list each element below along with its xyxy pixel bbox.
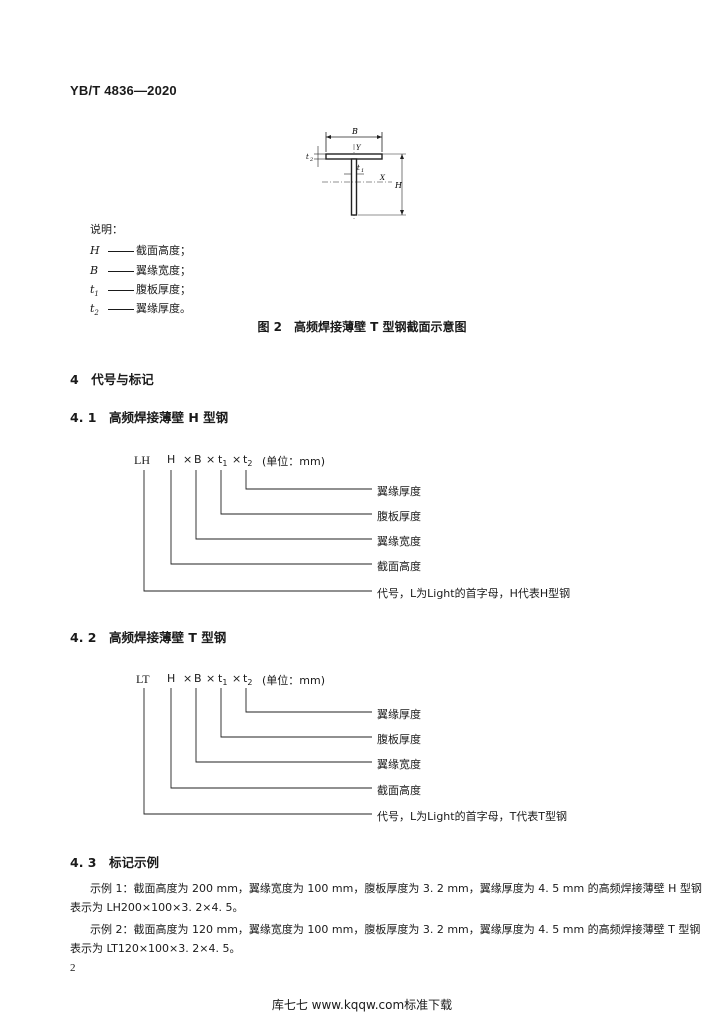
label-web-thickness: 腹板厚度 (377, 510, 421, 523)
label-flange-thickness: 翼缘厚度 (377, 708, 421, 721)
subsection-heading: 4. 3 标记示例 (70, 855, 159, 870)
footer-watermark[interactable]: 库七七 www.kqqw.com标准下载 (271, 998, 453, 1012)
marking-formula-h: LH (134, 453, 150, 467)
section-heading: 4 代号与标记 (70, 372, 154, 387)
formula-b: B (194, 453, 202, 466)
page-number: 2 (70, 962, 76, 974)
unit-label: (单位：mm) (262, 455, 326, 468)
marking-formula-t: LT (136, 672, 150, 686)
subsection-heading: 4. 2 高频焊接薄壁 T 型钢 (70, 630, 227, 645)
subsection-heading: 4. 1 高频焊接薄壁 H 型钢 (70, 410, 229, 425)
example-2-line-2: 表示为 LT120×100×3. 2×4. 5。 (70, 942, 241, 955)
label-code-description: 代号，L为Light的首字母，H代表H型钢 (377, 587, 571, 600)
label-y: Y (356, 144, 362, 152)
label-flange-width: 翼缘宽度 (377, 758, 421, 771)
label-code-description: 代号，L为Light的首字母，T代表T型钢 (377, 810, 568, 823)
formula-t1: t1 (218, 453, 228, 469)
example-2-line-1: 示例 2：截面高度为 120 mm，翼缘宽度为 100 mm，腹板厚度为 3. … (90, 923, 701, 936)
label-t1: t (357, 164, 360, 172)
label-web-thickness: 腹板厚度 (377, 733, 421, 746)
svg-text:1: 1 (361, 168, 364, 174)
label-flange-thickness: 翼缘厚度 (377, 485, 421, 498)
label-b: B (351, 127, 358, 136)
legend-title: 说明： (90, 223, 123, 236)
label-flange-width: 翼缘宽度 (377, 535, 421, 548)
document-code: YB/T 4836—2020 (70, 83, 177, 98)
figure-caption: 图 2 高频焊接薄壁 T 型钢截面示意图 (257, 320, 467, 334)
label-h: H (394, 181, 403, 190)
label-section-height: 截面高度 (377, 784, 421, 797)
label-t2: t (306, 153, 309, 161)
example-1-line-1: 示例 1：截面高度为 200 mm，翼缘宽度为 100 mm，腹板厚度为 3. … (90, 882, 702, 895)
formula-t2: t2 (243, 453, 253, 469)
formula-h: H (167, 453, 176, 466)
label-section-height: 截面高度 (377, 560, 421, 573)
svg-text:2: 2 (309, 157, 313, 163)
example-1-line-2: 表示为 LH200×100×3. 2×4. 5。 (70, 901, 244, 914)
label-x: X (379, 174, 386, 182)
t-section-diagram: B Y t 2 t 1 X H (306, 127, 406, 220)
